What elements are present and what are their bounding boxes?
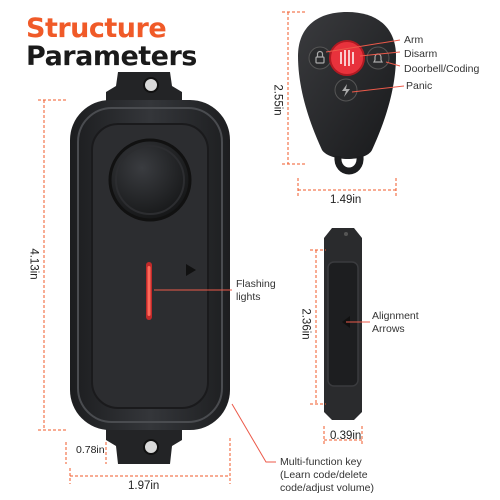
label-disarm: Disarm — [404, 48, 438, 60]
remote-height-label: 2.55in — [271, 84, 284, 116]
label-arm: Arm — [404, 34, 424, 46]
lock-icon — [315, 50, 325, 64]
main-height-label: 4.13in — [27, 248, 40, 280]
remote-leaders — [325, 39, 405, 93]
lightning-icon — [342, 84, 350, 97]
sensor-dimension-lines — [310, 249, 363, 446]
label-adjust-volume: code/adjust volume) — [280, 482, 374, 494]
label-doorbell-coding: Doorbell/Coding — [404, 63, 480, 75]
top-screw-hole — [143, 77, 159, 93]
main-tab-label: 0.78in — [76, 444, 105, 456]
main-siren-unit — [70, 72, 230, 464]
doorbell-button — [366, 46, 390, 70]
label-multi-function-key: Multi-function key — [280, 456, 362, 468]
main-dimension-lines — [38, 99, 231, 484]
disarm-button — [329, 40, 365, 76]
door-sensor — [324, 228, 362, 420]
remote-dimension-lines — [282, 11, 397, 198]
main-leaders — [154, 289, 370, 463]
label-panic: Panic — [406, 80, 433, 92]
label-alignment: Alignment — [372, 310, 419, 322]
bottom-screw-hole — [143, 439, 159, 455]
title-parameters: Parameters — [26, 41, 197, 72]
label-arrows: Arrows — [372, 323, 405, 335]
arrow-right-icon — [186, 264, 196, 276]
main-width-label: 1.97in — [128, 480, 160, 492]
sensor-height-label: 2.36in — [299, 308, 312, 340]
speaker-grille — [108, 138, 192, 222]
remote-keyfob — [298, 12, 396, 175]
arm-button — [308, 46, 332, 70]
top-mount-tab — [106, 72, 182, 108]
label-lights: lights — [236, 291, 261, 303]
title-structure: Structure — [26, 13, 167, 44]
remote-width-label: 1.49in — [330, 194, 362, 206]
unlock-icon — [340, 50, 354, 66]
sensor-width-label: 0.39in — [330, 430, 362, 442]
label-flashing: Flashing — [236, 278, 276, 290]
label-learn-code: (Learn code/delete — [280, 469, 368, 481]
